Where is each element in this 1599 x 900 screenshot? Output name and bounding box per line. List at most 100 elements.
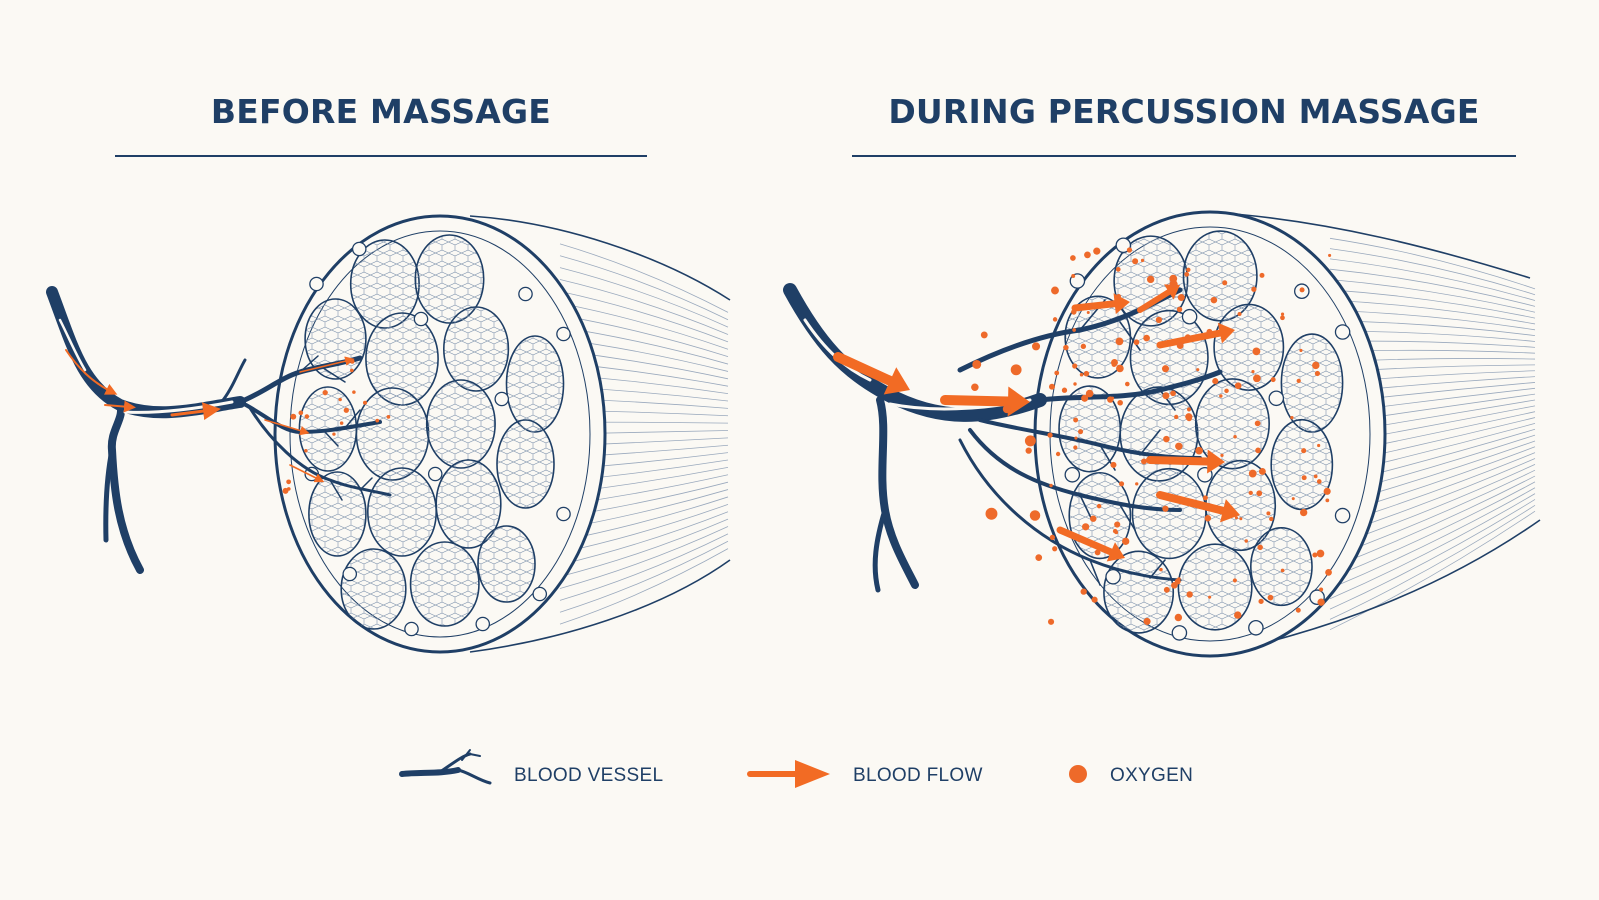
oxygen-dot	[1117, 399, 1123, 406]
oxygen-dot	[339, 421, 344, 425]
oxygen-dot	[1177, 577, 1181, 581]
oxygen-dot	[1087, 303, 1093, 309]
oxygen-dot	[1159, 567, 1163, 572]
oxygen-dot	[1258, 598, 1264, 604]
blood-capillary	[1248, 620, 1264, 636]
oxygen-dot	[1202, 495, 1208, 501]
oxygen-dot	[1072, 363, 1078, 369]
oxygen-dot	[1116, 294, 1122, 299]
oxygen-dot	[1186, 267, 1191, 272]
oxygen-dot	[1086, 311, 1090, 315]
blood-capillary	[1171, 625, 1188, 641]
blood-flow-arrowhead	[1106, 542, 1125, 562]
oxygen-dot	[1234, 611, 1242, 619]
oxygen-dot	[1080, 588, 1087, 595]
blood-flow-arrow	[833, 352, 896, 386]
oxygen-dot	[1299, 287, 1305, 293]
blood-flow-arrow	[1056, 526, 1115, 556]
oxygen-dot	[1267, 594, 1274, 601]
oxygen-dot	[1312, 552, 1318, 558]
oxygen-dot	[1222, 280, 1228, 286]
muscle-bundle-before	[273, 214, 731, 654]
oxygen-dot	[1110, 396, 1115, 400]
oxygen-dot	[1125, 381, 1130, 387]
blood-flow-arrowhead	[1113, 293, 1130, 315]
oxygen-dot	[1328, 253, 1332, 257]
oxygen-dot	[1171, 582, 1178, 589]
blood-flow-arrowhead	[1207, 449, 1225, 474]
oxygen-dot	[1174, 414, 1179, 420]
oxygen-dot	[1074, 436, 1078, 440]
oxygen-dot	[304, 449, 308, 453]
blood-capillary	[413, 311, 429, 327]
during-panel	[783, 210, 1541, 658]
oxygen-dot	[1317, 598, 1325, 606]
oxygen-dot	[1186, 407, 1192, 412]
muscle-fascicle	[366, 467, 437, 557]
oxygen-dot	[362, 400, 368, 405]
oxygen-dot	[1025, 447, 1032, 454]
oxygen-dot	[1071, 274, 1076, 278]
blood-vessel-during	[783, 283, 1223, 593]
oxygen-dot	[1290, 415, 1294, 420]
oxygen-dot	[1300, 508, 1308, 517]
blood-flow-before	[65, 349, 355, 483]
oxygen-dot	[1196, 368, 1200, 372]
oxygen-dot	[1049, 534, 1055, 541]
oxygen-dot	[1208, 595, 1212, 599]
before-panel	[46, 214, 731, 654]
oxygen-dot	[1112, 528, 1118, 534]
oxygen-dot	[1035, 554, 1043, 561]
oxygen-dot	[1143, 334, 1150, 342]
oxygen-dot	[1070, 255, 1076, 261]
oxygen-dot	[1052, 546, 1058, 552]
oxygen-dot	[1047, 618, 1055, 625]
oxygen-dot	[1163, 435, 1170, 443]
title-divider-during	[852, 155, 1516, 157]
oxygen-dot	[1175, 442, 1183, 451]
oxygen-dot	[1186, 415, 1193, 422]
oxygen-dot	[1122, 537, 1130, 545]
oxygen-dot	[1080, 343, 1087, 350]
oxygen-dot	[1325, 498, 1330, 503]
oxygen-dot	[290, 413, 297, 420]
oxygen-dot	[1177, 294, 1185, 302]
oxygen-dot	[1280, 568, 1285, 573]
oxygen-dot	[1234, 516, 1238, 520]
legend	[399, 749, 1087, 788]
oxygen-dot	[1133, 339, 1140, 346]
oxygen-dot	[1256, 490, 1263, 497]
oxygen-dot	[1170, 390, 1176, 397]
oxygen-dot	[1110, 461, 1117, 468]
oxygen-dot	[1314, 370, 1321, 377]
oxygen-dot	[1118, 481, 1125, 487]
oxygen-dot	[1266, 511, 1271, 516]
oxygen-dot	[1233, 434, 1237, 439]
oxygen-dot	[1206, 328, 1213, 335]
oxygen-dot	[1301, 448, 1307, 454]
oxygen-dot	[1239, 517, 1243, 521]
oxygen-dot	[1081, 394, 1089, 402]
blood-flow-arrow	[1137, 288, 1172, 313]
oxygen-dot	[1073, 445, 1078, 450]
oxygen-dot	[1083, 370, 1090, 377]
blood-capillary	[518, 286, 533, 302]
oxygen-dot	[1254, 420, 1261, 427]
oxygen-dot	[1252, 347, 1261, 356]
muscle-fascicle	[435, 459, 502, 549]
oxygen-dot	[1146, 275, 1155, 284]
oxygen-dot	[1219, 394, 1223, 398]
blood-capillary	[427, 466, 443, 482]
muscle-fascicle	[1131, 467, 1207, 560]
oxygen-dot	[1323, 487, 1331, 495]
oxygen-dot	[1280, 315, 1285, 321]
oxygen-dot	[298, 410, 304, 416]
oxygen-dot	[1096, 503, 1102, 509]
blood-flow-arrowhead	[1220, 499, 1240, 523]
blood-flow-arrow	[940, 395, 1014, 407]
oxygen-dot	[1316, 479, 1322, 484]
blood-flow-arrow	[1156, 491, 1227, 515]
blood-capillary	[494, 391, 510, 407]
oxygen-dot	[985, 507, 998, 520]
